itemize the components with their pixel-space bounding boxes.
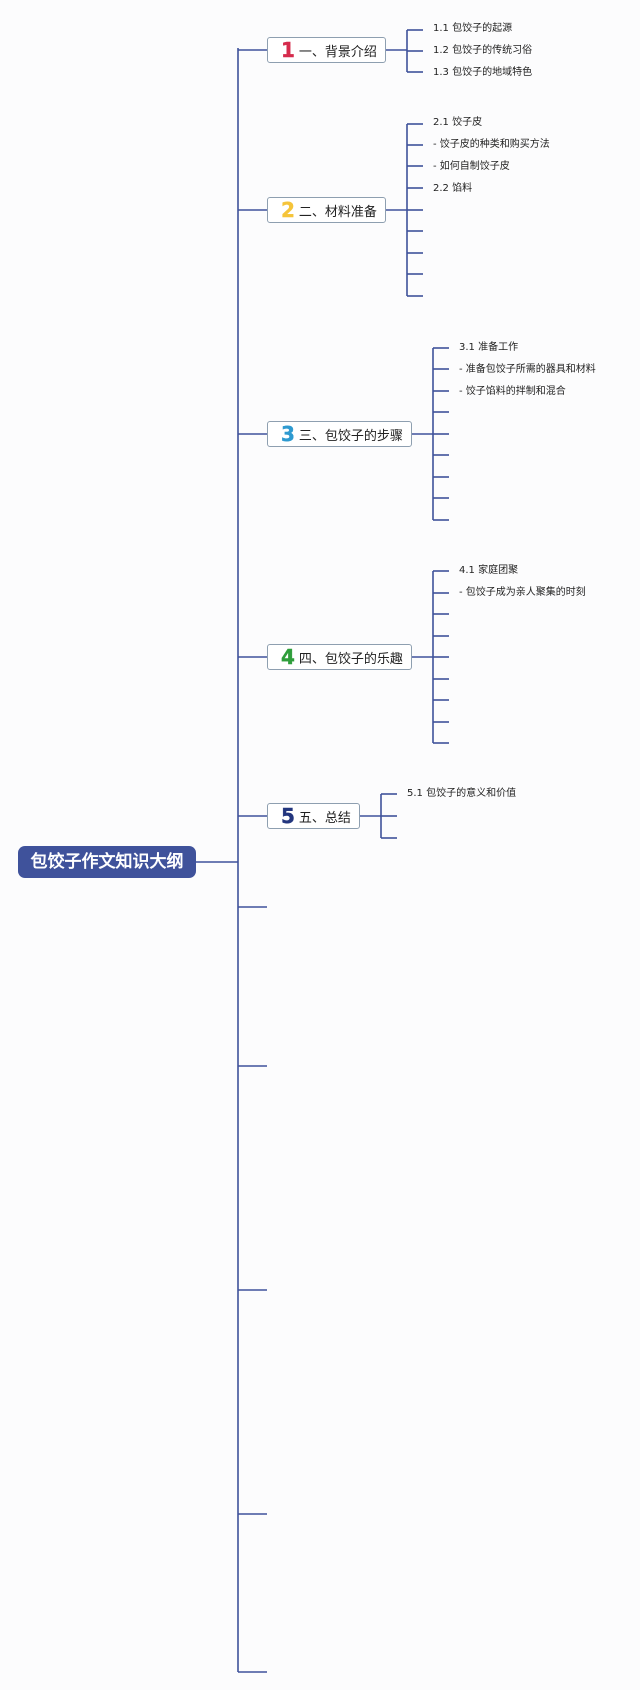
number-3-icon: 3 — [281, 422, 295, 446]
branch-3-label: 三、包饺子的步骤 — [298, 428, 403, 444]
leaf-1-2[interactable]: 1.2 包饺子的传统习俗 — [433, 45, 533, 56]
number-4-icon: 4 — [281, 645, 295, 669]
branch-5-node[interactable]: 5 五、总结 — [267, 803, 360, 829]
leaf-2-4[interactable]: 2.2 馅料 — [433, 183, 473, 194]
leaf-4-1[interactable]: 4.1 家庭团聚 — [459, 565, 519, 576]
leaf-3-1[interactable]: 3.1 准备工作 — [459, 342, 519, 353]
branch-1-node[interactable]: 1 一、背景介绍 — [267, 37, 386, 63]
branch-4-node[interactable]: 4 四、包饺子的乐趣 — [267, 644, 412, 670]
number-1-icon: 1 — [281, 38, 295, 62]
leaf-3-3[interactable]: - 饺子馅料的拌制和混合 — [459, 386, 566, 397]
branch-4-label: 四、包饺子的乐趣 — [298, 651, 403, 667]
leaf-2-2[interactable]: - 饺子皮的种类和购买方法 — [433, 139, 550, 150]
branch-5-label: 五、总结 — [298, 810, 351, 826]
leaf-2-1[interactable]: 2.1 饺子皮 — [433, 117, 483, 128]
leaf-1-1[interactable]: 1.1 包饺子的起源 — [433, 23, 513, 34]
branch-3-node[interactable]: 3 三、包饺子的步骤 — [267, 421, 412, 447]
leaf-4-2[interactable]: - 包饺子成为亲人聚集的时刻 — [459, 587, 586, 598]
branch-1-label: 一、背景介绍 — [298, 44, 377, 60]
root-node[interactable]: 包饺子作文知识大纲 — [18, 846, 196, 878]
root-label: 包饺子作文知识大纲 — [30, 852, 184, 872]
branch-2-label: 二、材料准备 — [298, 204, 377, 220]
leaf-3-2[interactable]: - 准备包饺子所需的器具和材料 — [459, 364, 596, 375]
leaf-2-3[interactable]: - 如何自制饺子皮 — [433, 161, 510, 172]
leaf-1-3[interactable]: 1.3 包饺子的地域特色 — [433, 67, 533, 78]
leaf-5-1[interactable]: 5.1 包饺子的意义和价值 — [407, 788, 517, 799]
number-2-icon: 2 — [281, 198, 295, 222]
number-5-icon: 5 — [281, 804, 295, 828]
branch-2-node[interactable]: 2 二、材料准备 — [267, 197, 386, 223]
